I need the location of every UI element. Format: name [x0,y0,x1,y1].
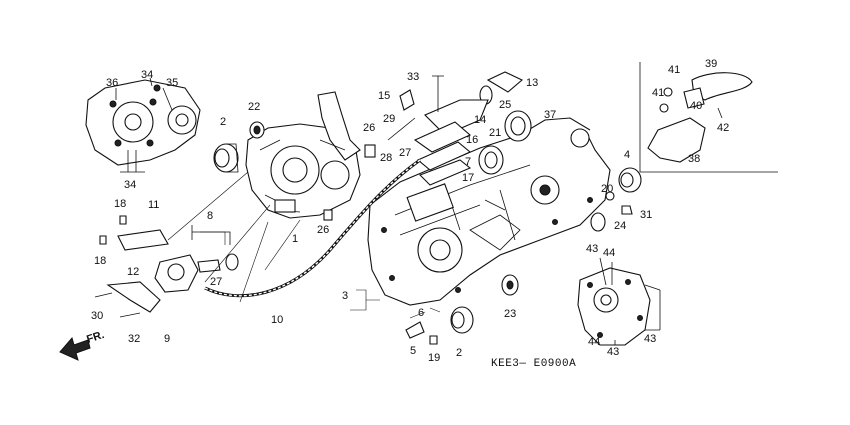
callout-44: 44 [603,247,615,259]
callout-18: 18 [114,198,126,210]
callout-34: 34 [124,179,136,191]
clip-15 [399,89,415,111]
callout-32: 32 [128,333,140,345]
callout-15: 15 [378,90,390,102]
bearing-right [618,167,642,193]
callout-16: 16 [466,134,478,146]
callout-41: 41 [652,87,664,99]
callout-2: 2 [456,347,462,359]
front-direction-arrow [59,336,91,361]
left-cover-plate [85,77,201,173]
callout-17: 17 [462,172,474,184]
callout-43: 43 [607,346,619,358]
left-crankcase [245,91,361,219]
intake-assembly [413,71,532,186]
drawing-code: KEE3— E0900A [491,358,576,370]
right-cover [577,257,661,346]
callout-26: 26 [363,122,375,134]
callout-24: 24 [614,220,626,232]
callout-22: 22 [248,101,260,113]
callout-38: 38 [688,153,700,165]
callout-3: 3 [342,290,348,302]
callout-9: 9 [164,333,170,345]
oil-seal-22 [249,121,265,139]
callout-23: 23 [504,308,516,320]
oil-seal-center [506,280,514,290]
kickstarter-inset [639,62,778,173]
bearing-lower [450,306,474,334]
callout-33: 33 [407,71,419,83]
direction-label: FR. [85,329,106,346]
callout-27: 27 [210,276,222,288]
callout-44: 44 [588,336,600,348]
callout-19: 19 [428,352,440,364]
callout-41: 41 [668,64,680,76]
callout-7: 7 [465,156,471,168]
oil-pump [94,215,239,318]
callout-6: 6 [418,307,424,319]
callout-8: 8 [207,210,213,222]
callout-27: 27 [399,147,411,159]
callout-4: 4 [624,149,630,161]
callout-12: 12 [127,266,139,278]
bolt-29 [387,117,416,141]
callout-39: 39 [705,58,717,70]
callout-37: 37 [544,109,556,121]
callout-40: 40 [690,100,702,112]
cable-10 [204,158,421,298]
callout-43: 43 [586,243,598,255]
washer-20 [605,191,615,201]
callout-26: 26 [317,224,329,236]
callout-30: 30 [91,310,103,322]
bolt-31 [621,205,633,215]
callout-leaders [200,231,441,319]
dowel-pin [323,209,333,221]
callout-1: 1 [292,233,298,245]
callout-21: 21 [489,127,501,139]
callout-34: 34 [141,69,153,81]
bolt-19 [429,335,438,345]
leader-lines [167,171,301,303]
bearing-upper [213,143,239,173]
callout-25: 25 [499,99,511,111]
callout-14: 14 [474,114,486,126]
dowel-pin [364,144,376,158]
callout-18: 18 [94,255,106,267]
oil-seal-24 [590,212,606,232]
right-crankcase [367,117,611,306]
bolt-33 [432,75,444,112]
callout-43: 43 [644,333,656,345]
callout-31: 31 [640,209,652,221]
callout-35: 35 [166,77,178,89]
bracket-5 [405,321,425,339]
callout-20: 20 [601,183,613,195]
callouts: 1 2 2 3 4 5 6 7 8 9 10 11 12 13 14 15 16… [91,58,729,364]
callout-29: 29 [383,113,395,125]
callout-28: 28 [380,152,392,164]
callout-11: 11 [148,199,159,211]
callout-2: 2 [220,116,226,128]
callout-10: 10 [271,314,283,326]
callout-42: 42 [717,122,729,134]
callout-5: 5 [410,345,416,357]
callout-13: 13 [526,77,538,89]
callout-36: 36 [106,77,118,89]
